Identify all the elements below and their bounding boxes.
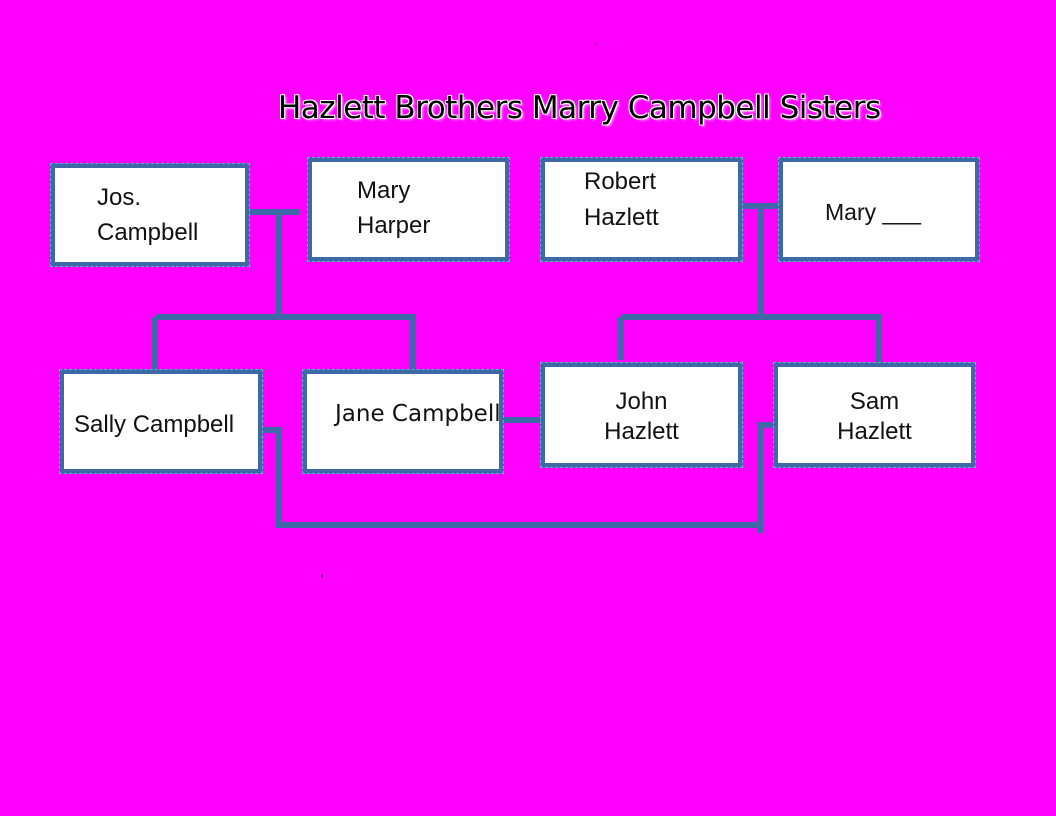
person-name-line1: John (615, 388, 668, 415)
person-box-jos-campbell: Jos. Campbell (50, 163, 250, 267)
person-box-sally-campbell: Sally Campbell (59, 369, 263, 474)
person-name-line1: Robert (584, 168, 657, 195)
person-name-line1: Jane Campbell (335, 401, 501, 427)
person-box-mary-harper: Mary Harper (307, 157, 510, 262)
stray-mark (321, 575, 323, 577)
person-box-robert-hazlett: Robert Hazlett (540, 157, 743, 262)
person-name-line1: Mary ___ (825, 199, 921, 225)
person-name-line1: Mary (357, 177, 411, 204)
person-box-sam-hazlett: Sam Hazlett (773, 362, 976, 468)
marriage-line-sally-sam (261, 422, 777, 528)
person-name-line2: Campbell (97, 219, 199, 246)
person-name-line2: Harper (357, 212, 431, 239)
person-name-line2: Hazlett (604, 418, 679, 445)
person-box-john-hazlett: John Hazlett (540, 362, 743, 468)
person-box-mary-blank: Mary ___ (778, 157, 980, 262)
person-name-line1: Jos. (97, 184, 142, 211)
person-name-line1: Sally Campbell (74, 411, 235, 438)
person-name-line2: Hazlett (584, 204, 659, 231)
person-box-jane-campbell: Jane Campbell (302, 369, 504, 474)
stray-mark (596, 44, 597, 45)
person-name-line2: Hazlett (837, 418, 912, 445)
page-title: Hazlett Brothers Marry Campbell Sisters (278, 90, 881, 126)
person-name-line1: Sam (849, 388, 900, 415)
